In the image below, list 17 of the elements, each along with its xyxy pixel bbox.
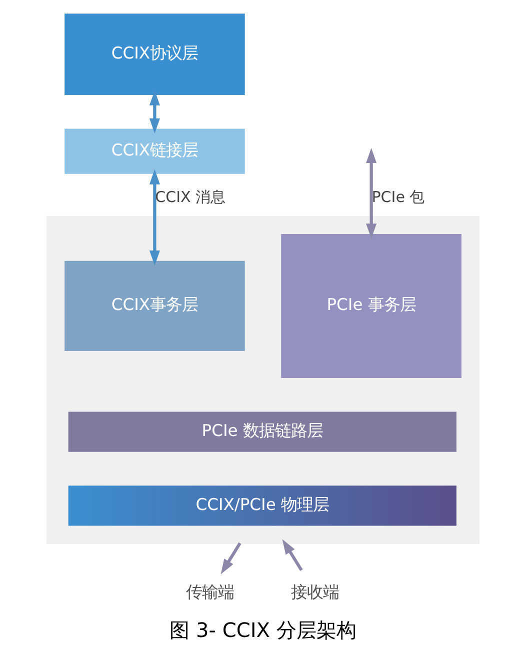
arrow [220, 542, 242, 574]
arrow [149, 169, 160, 266]
cluster [46, 216, 480, 544]
node-box: PCIe 事务层 [281, 234, 462, 378]
arrow [282, 539, 303, 572]
arrow [366, 148, 377, 239]
node-text: 接收端 [290, 582, 339, 602]
edge-label: PCIe 包 [372, 188, 425, 206]
node-box: CCIX协议层 [64, 14, 245, 95]
node-text: 传输端 [186, 582, 234, 602]
node-box: CCIX事务层 [64, 260, 245, 352]
node-box: CCIX链接层 [64, 128, 245, 174]
arrow [149, 90, 160, 134]
caption: 图 3- CCIX 分层架构 [170, 618, 356, 642]
edge-label: CCIX 消息 [155, 188, 226, 206]
node-box: PCIe 数据链路层 [68, 412, 456, 452]
node-box: CCIX/PCIe 物理层 [68, 486, 456, 526]
